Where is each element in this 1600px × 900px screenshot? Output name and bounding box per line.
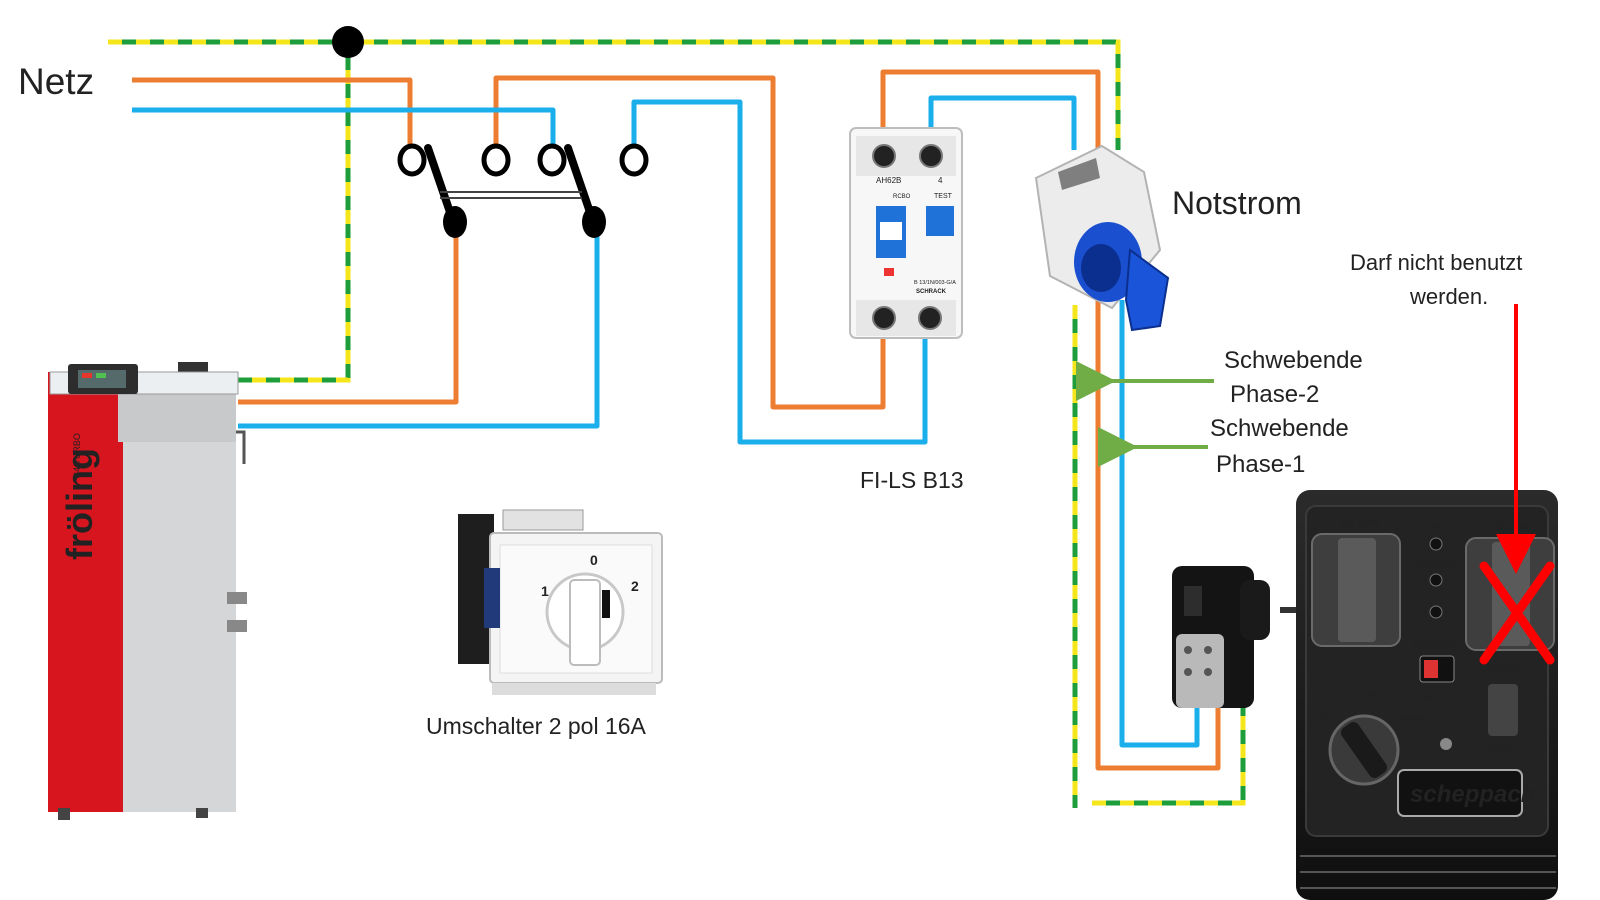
- gen-socket-1-label: AC 230V: [1340, 518, 1381, 529]
- neutral-wires: [132, 95, 1200, 748]
- earth-wires: [108, 39, 1246, 808]
- rotary-pos-1: 1: [541, 583, 549, 599]
- gen-usb-label: USB 5V DC: [1488, 665, 1525, 672]
- switch-schematic: [397, 143, 649, 238]
- plug-adapter: [1172, 566, 1300, 708]
- switch-terminal-1: [397, 143, 427, 177]
- gen-overload-label: OVERLOAD: [1412, 561, 1457, 570]
- rcbo-breaker: AH62B 4 RCBO TEST B 13/1N/003-G/A SCHRAC…: [849, 127, 963, 339]
- umschalter-label: Umschalter 2 pol 16A: [426, 713, 647, 739]
- gen-usb-amps: 2.1A 2.1A: [1484, 747, 1515, 754]
- gen-socket-2-label: AC 230V: [1490, 522, 1531, 533]
- gen-output-label: OUTPUT: [1418, 523, 1451, 532]
- phase-wires: [132, 69, 1221, 771]
- generator: AC 230V AC 230V OUTPUT OVERLOAD ECONOMY …: [1296, 490, 1558, 900]
- rcbo-screw-top-1: [872, 144, 896, 168]
- rcbo-type: RCBO: [893, 194, 911, 200]
- switch-terminal-2: [481, 143, 511, 177]
- gen-brand-plate: [1397, 769, 1523, 817]
- rcbo-test: TEST: [934, 193, 953, 200]
- gen-usb-port[interactable]: [1488, 684, 1518, 736]
- gen-economy-label: ECONOMY: [1413, 641, 1455, 650]
- schwebende-phase-2-line1: Schwebende: [1224, 347, 1363, 374]
- switch-blade-1: [424, 144, 456, 222]
- gen-choke-label: CHOKE: [1400, 715, 1425, 722]
- gen-brand: scheppach: [1410, 781, 1535, 808]
- boiler-model: S4 TURBO: [72, 433, 82, 478]
- schwebende-phase-2-line2: Phase-2: [1230, 381, 1319, 408]
- boiler-brand: fröling: [59, 448, 100, 560]
- gen-off-on-label: OFF ◀ ▶ON: [1406, 695, 1445, 702]
- schwebende-phase-1-line1: Schwebende: [1210, 415, 1349, 442]
- forbidden-x-mark: [1479, 561, 1555, 665]
- rcbo-pole: 4: [938, 176, 943, 185]
- gen-run-label: RUN: [1358, 691, 1376, 700]
- rotary-pos-2: 2: [631, 578, 639, 594]
- warning-label-line1: Darf nicht benutzt: [1350, 250, 1522, 275]
- fi-ls-label: FI-LS B13: [860, 467, 964, 493]
- rcbo-model: AH62B: [876, 176, 901, 185]
- switch-blade-2: [564, 144, 596, 222]
- rcbo-screw-top-2: [919, 144, 943, 168]
- rotary-switch: 0 1 2: [458, 509, 663, 695]
- gen-off-label: OFF: [1316, 715, 1330, 722]
- notstrom-label: Notstrom: [1172, 185, 1302, 221]
- switch-pivot-1: [443, 206, 467, 238]
- switch-pivot-2: [582, 206, 606, 238]
- netz-label: Netz: [18, 61, 94, 102]
- warning-label-line2: werden.: [1409, 284, 1488, 309]
- gen-pe-label: PE: [1428, 759, 1438, 766]
- switch-terminal-4: [619, 143, 649, 177]
- boiler: fröling S4 TURBO: [48, 362, 247, 820]
- rcbo-brand: SCHRACK: [916, 289, 947, 295]
- schwebende-phase-1-line2: Phase-1: [1216, 451, 1305, 478]
- rcbo-rating: B 13/1N/003-G/A: [914, 280, 956, 286]
- rcbo-test-button[interactable]: [926, 206, 954, 236]
- cee-inlet: [1034, 144, 1170, 332]
- rcbo-screw-bottom-1: [872, 306, 896, 330]
- junction-dot: [332, 26, 364, 58]
- rcbo-screw-bottom-2: [918, 306, 942, 330]
- rotary-pos-0: 0: [590, 552, 598, 568]
- switch-terminal-3: [537, 143, 567, 177]
